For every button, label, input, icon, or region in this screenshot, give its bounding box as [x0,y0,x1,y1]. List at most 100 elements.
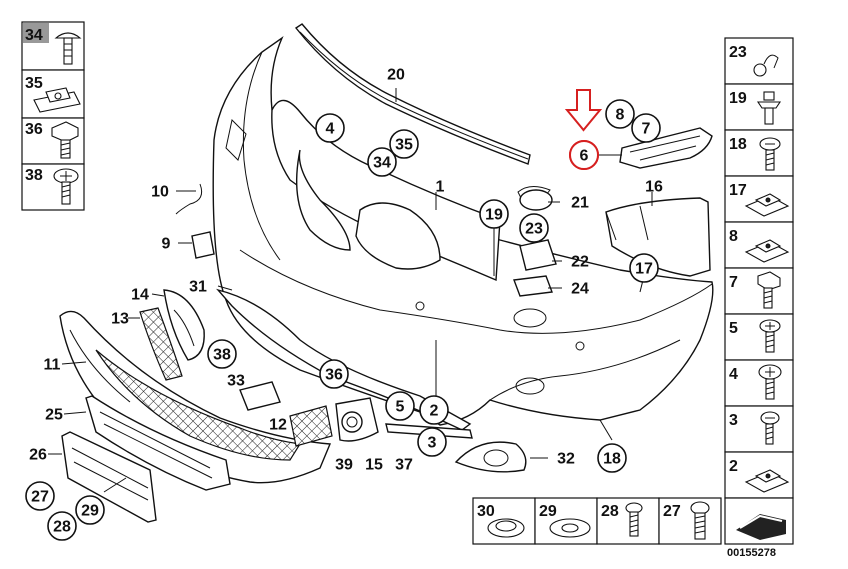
callout-label-13[interactable]: 13 [111,311,129,328]
callout-label-8[interactable]: 8 [616,107,625,124]
cell-3[interactable] [724,405,794,453]
callout-label-26[interactable]: 26 [29,447,47,464]
part-24-holder[interactable] [513,275,553,297]
callout-circle-34[interactable] [367,147,397,177]
part-14-frame[interactable] [163,289,205,361]
callout-circle-3[interactable] [417,427,447,457]
part-26-plate-base[interactable] [61,431,157,523]
callout-label-28[interactable]: 28 [53,519,71,536]
left-col-label: 36 [25,121,43,138]
part-21-cap[interactable] [519,189,553,211]
bottom-fastener-row: 30 29 28 27 [472,497,722,545]
leader-lines [48,88,653,493]
part-12-fog-grille[interactable] [289,405,333,447]
callout-label-29[interactable]: 29 [81,503,99,520]
callout-label-27[interactable]: 27 [31,489,49,506]
callout-label-32[interactable]: 32 [557,451,575,468]
callout-label-31[interactable]: 31 [189,279,207,296]
callout-label-6[interactable]: 6 [580,148,589,165]
right-col-label: 3 [729,412,738,429]
callout-circle-7[interactable] [631,113,661,143]
grommet-icon [487,518,525,538]
callout-label-1[interactable]: 1 [436,179,445,196]
cell-19[interactable] [724,83,794,131]
hex-bolt-icon [757,271,781,309]
callout-label-10[interactable]: 10 [151,184,169,201]
callout-label-2[interactable]: 2 [430,403,439,420]
callout-circle-36[interactable] [319,359,349,389]
cell-5[interactable] [724,313,794,361]
left-col-label: 38 [25,167,43,184]
callout-circle-23[interactable] [519,213,549,243]
part-16-air-duct[interactable] [605,197,711,277]
callout-label-35[interactable]: 35 [395,137,413,154]
callout-label-11[interactable]: 11 [44,357,61,374]
part-32-fog-trim[interactable] [454,441,527,473]
callout-label-5[interactable]: 5 [396,399,405,416]
part-9-cover[interactable] [191,231,215,259]
part-20-upper-strip[interactable] [294,23,531,165]
callout-label-14[interactable]: 14 [131,287,149,304]
callout-label-23[interactable]: 23 [525,221,543,238]
screw-icon [758,364,782,400]
callout-label-34[interactable]: 34 [373,155,391,172]
callout-circle-6[interactable] [569,140,599,170]
callout-label-18[interactable]: 18 [603,451,621,468]
callout-circle-38[interactable] [207,339,237,369]
callout-label-7[interactable]: 7 [642,121,651,138]
right-col-label: 18 [729,136,747,153]
screw-icon [53,168,79,205]
clip-nut-icon [33,87,81,113]
part-22-holder[interactable] [519,239,557,271]
screw-icon [759,137,781,171]
callout-circle-4[interactable] [315,113,345,143]
callout-label-4[interactable]: 4 [326,121,335,138]
callout-label-15[interactable]: 15 [365,457,383,474]
callout-label-12[interactable]: 12 [269,417,287,434]
callout-label-39[interactable]: 39 [335,457,353,474]
callout-circle-2[interactable] [419,395,449,425]
callout-circle-35[interactable] [389,129,419,159]
cell-18[interactable] [724,129,794,177]
callout-label-38[interactable]: 38 [213,347,231,364]
callout-circle-19[interactable] [479,199,509,229]
callout-label-16[interactable]: 16 [645,179,663,196]
callout-label-9[interactable]: 9 [162,236,171,253]
callout-label-22[interactable]: 22 [571,254,589,271]
hex-bolt-icon [51,121,79,159]
callout-label-25[interactable]: 25 [45,407,63,424]
screw-icon [760,411,780,445]
screw-icon [759,319,781,353]
callout-circle-17[interactable] [629,253,659,283]
callout-label-21[interactable]: 21 [571,195,589,212]
clip-nut-icon [744,193,790,217]
cell-4[interactable] [724,359,794,407]
callout-circle-8[interactable] [605,99,635,129]
right-col-label: 5 [729,320,738,337]
callout-circle-27[interactable] [25,481,55,511]
callout-label-3[interactable]: 3 [428,435,437,452]
callout-label-19[interactable]: 19 [485,207,503,224]
callout-circle-28[interactable] [47,511,77,541]
callout-label-37[interactable]: 37 [395,457,413,474]
cell-27b[interactable] [658,497,722,545]
callout-circle-18[interactable] [597,443,627,473]
part-33-bracket[interactable] [239,381,281,411]
part-4-grille-frame[interactable] [271,99,501,282]
callout-label-20[interactable]: 20 [387,67,405,84]
part-10-cable[interactable] [175,183,203,215]
callout-circle-29[interactable] [75,495,105,525]
callout-label-24[interactable]: 24 [571,281,589,298]
callout-circle-5[interactable] [385,391,415,421]
right-fastener-column: 23 19 18 17 8 7 5 4 3 2 [724,37,794,559]
callout-label-17[interactable]: 17 [635,261,653,278]
bottom-row-label: 30 [477,503,495,520]
part-25-plate-bracket[interactable] [85,395,231,491]
callout-label-33[interactable]: 33 [227,373,245,390]
callout-label-36[interactable]: 36 [325,367,343,384]
reference-number: 00155278 [727,547,776,559]
right-col-label: 2 [729,458,738,475]
part-13-side-grille[interactable] [139,307,183,381]
right-col-label: 7 [729,274,738,291]
